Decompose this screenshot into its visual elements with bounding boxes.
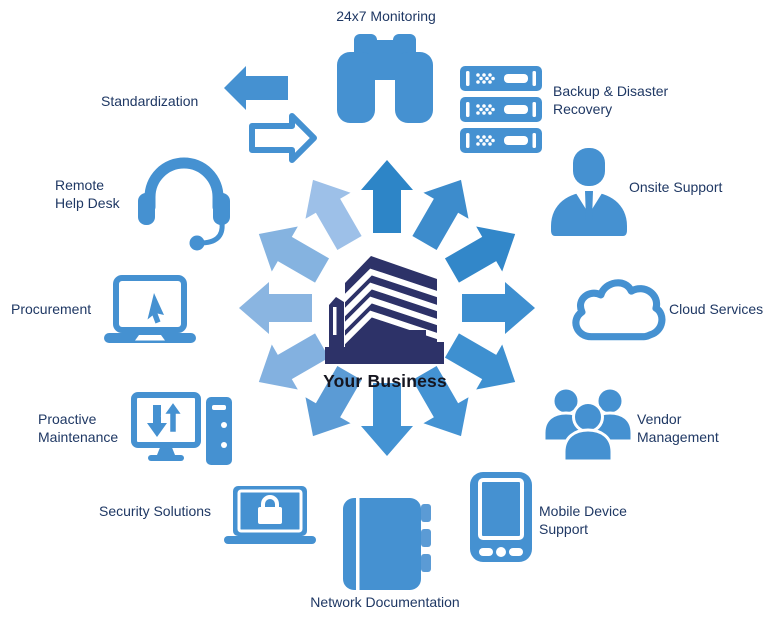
service-label-backup-disaster-recovery: Backup & Disaster Recovery bbox=[553, 83, 669, 118]
radial-arrow-4 bbox=[444, 333, 516, 390]
service-label-proactive-maintenance: Proactive Maintenance bbox=[38, 411, 119, 446]
binoculars-icon bbox=[337, 34, 433, 123]
desktop-pc-icon bbox=[131, 392, 232, 465]
radial-arrow-2 bbox=[444, 226, 516, 283]
people-group-icon bbox=[542, 386, 634, 463]
service-label-procurement: Procurement bbox=[11, 301, 92, 317]
center-business-label: Your Business bbox=[323, 371, 447, 391]
cloud-icon bbox=[572, 279, 666, 341]
office-building-icon bbox=[325, 256, 444, 364]
headset-icon bbox=[138, 157, 230, 251]
service-label-24x7-monitoring: 24x7 Monitoring bbox=[336, 8, 436, 24]
service-label-mobile-device-support: Mobile Device Support bbox=[539, 503, 627, 538]
server-stack-icon bbox=[460, 66, 542, 153]
laptop-cursor-icon bbox=[104, 275, 196, 343]
service-label-onsite-support: Onsite Support bbox=[629, 179, 723, 195]
radial-arrow-7 bbox=[305, 365, 362, 437]
radial-arrow-9 bbox=[239, 282, 312, 334]
radial-arrow-10 bbox=[258, 226, 330, 283]
smartphone-icon bbox=[470, 472, 532, 562]
radial-arrow-8 bbox=[258, 333, 330, 390]
notebook-icon bbox=[343, 498, 431, 590]
service-label-cloud-services: Cloud Services bbox=[669, 301, 764, 317]
service-label-security-solutions: Security Solutions bbox=[99, 503, 212, 519]
service-label-remote-help-desk: Remote Help Desk bbox=[55, 177, 120, 212]
service-label-network-documentation: Network Documentation bbox=[310, 594, 460, 610]
laptop-padlock-icon bbox=[224, 486, 316, 544]
service-label-standardization: Standardization bbox=[101, 93, 199, 109]
service-label-vendor-management: Vendor Management bbox=[637, 411, 719, 446]
arrow-ring bbox=[239, 160, 535, 456]
radial-arrow-5 bbox=[412, 365, 469, 437]
radial-arrow-1 bbox=[412, 179, 469, 251]
swap-arrows-icon bbox=[224, 66, 317, 163]
radial-arrow-6 bbox=[361, 383, 413, 456]
business-person-icon bbox=[551, 148, 627, 236]
radial-arrow-11 bbox=[305, 179, 362, 251]
radial-arrow-3 bbox=[462, 282, 535, 334]
radial-arrow-12 bbox=[361, 160, 413, 233]
